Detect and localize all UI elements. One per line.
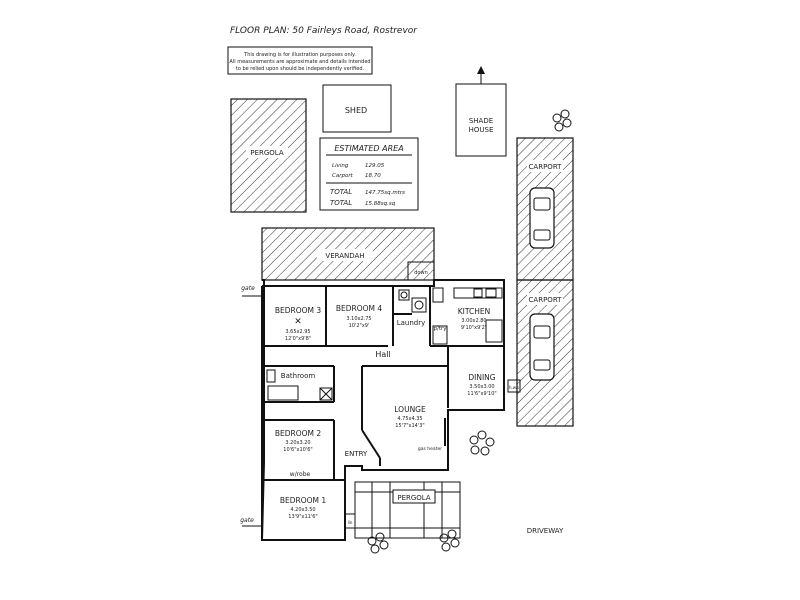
total-value: 15.88sq.sq	[365, 201, 396, 207]
total-label: TOTAL	[330, 199, 352, 207]
tree-symbol	[469, 430, 495, 456]
area-heading: ESTIMATED AREA	[334, 144, 403, 153]
hall-label: Hall	[375, 350, 390, 359]
total-label: TOTAL	[330, 188, 352, 196]
disclaimer-line: All measurements are approximate and det…	[229, 59, 370, 65]
room-dims-imperial: 12'0"x9'8"	[285, 336, 311, 342]
room-dims-imperial: 10'2"x9'	[349, 323, 370, 329]
room-dims: 3.65x2.95	[285, 329, 310, 335]
room-dims-imperial: 10'6"x10'6"	[283, 447, 312, 453]
estimated-area-box: ESTIMATED AREA Living 129.05 Carport 18.…	[319, 137, 419, 211]
room-name: KITCHEN	[458, 307, 491, 316]
carport-label: CARPORT	[529, 163, 563, 171]
laundry-label: Laundry	[397, 319, 426, 327]
room-dims: 4.75x4.35	[397, 416, 422, 422]
room-dims: 3.50x3.00	[469, 384, 494, 390]
plan-title: FLOOR PLAN: 50 Fairleys Road, Rostrevor	[230, 26, 418, 36]
carport-top: CARPORT	[516, 137, 574, 281]
area-row-value: 129.05	[365, 163, 385, 169]
disclaimer-line: This drawing is for illustration purpose…	[243, 52, 356, 58]
room-name: DINING	[468, 373, 495, 382]
gate-label: gate	[241, 285, 255, 292]
room-dims-imperial: 9'10"x9'2"	[461, 325, 487, 331]
disclaimer-line: to be relied upon should be independentl…	[236, 66, 365, 72]
room-name: BEDROOM 2	[275, 429, 322, 438]
carport-label: CARPORT	[529, 296, 563, 304]
disclaimer-box: This drawing is for illustration purpose…	[227, 46, 373, 75]
pergola-bottom: PERGOLA	[354, 481, 461, 539]
area-row-label: Living	[332, 163, 349, 169]
room-dims: 3.20x3.20	[285, 440, 310, 446]
tree-symbol	[367, 532, 389, 554]
shade-house: SHADE HOUSE	[455, 66, 507, 157]
room-dims-imperial: 11'6"x9'10"	[467, 391, 496, 397]
verandah: VERANDAH	[261, 227, 435, 281]
pergola-label: PERGOLA	[250, 149, 284, 157]
area-row-label: Carport	[332, 173, 354, 179]
house-outline	[260, 279, 505, 541]
shade-house-label: SHADE	[469, 117, 493, 125]
room-name: BEDROOM 4	[336, 304, 383, 313]
pantry-label: p/try	[433, 326, 447, 332]
tree-symbol	[439, 529, 460, 552]
entry-label: ENTRY	[345, 450, 368, 458]
room-name: BEDROOM 3	[275, 306, 322, 315]
room-name: BEDROOM 1	[280, 496, 327, 505]
room-dims-imperial: 13'9"x11'6"	[288, 514, 317, 520]
pergola-top: PERGOLA	[230, 98, 307, 213]
tree-symbol	[552, 109, 572, 132]
total-value: 147.75sq.mtrs	[365, 190, 405, 196]
shed-label: SHED	[345, 106, 367, 115]
shed: SHED	[322, 84, 392, 133]
room-dims: 4.20x3.50	[290, 507, 315, 513]
fan-icon: ✕	[294, 317, 302, 327]
wirobe-label: w/robe	[290, 471, 311, 478]
carport-bottom: CARPORT	[516, 279, 574, 427]
interior-walls	[264, 286, 504, 481]
pergola-label: PERGOLA	[397, 494, 431, 502]
lin-label: lin	[348, 520, 353, 525]
verandah-label: VERANDAH	[325, 252, 364, 260]
room-dims: 3.00x2.80	[461, 318, 486, 324]
room-name: LOUNGE	[394, 405, 426, 414]
room-dims: 3.10x2.75	[346, 316, 371, 322]
car-icon	[529, 313, 555, 381]
hws-label: h.w.s	[509, 385, 519, 390]
car-icon	[529, 187, 555, 249]
area-row-value: 18.70	[365, 173, 381, 179]
room-dims-imperial: 15'7"x14'3"	[395, 423, 424, 429]
down-label: down	[414, 270, 428, 276]
shade-house-label: HOUSE	[469, 126, 494, 134]
gas-heater-label: gas heater	[418, 446, 442, 452]
gate-label: gate	[240, 517, 254, 524]
bathroom-label: Bathroom	[281, 372, 316, 380]
driveway-label: DRIVEWAY	[527, 527, 564, 535]
